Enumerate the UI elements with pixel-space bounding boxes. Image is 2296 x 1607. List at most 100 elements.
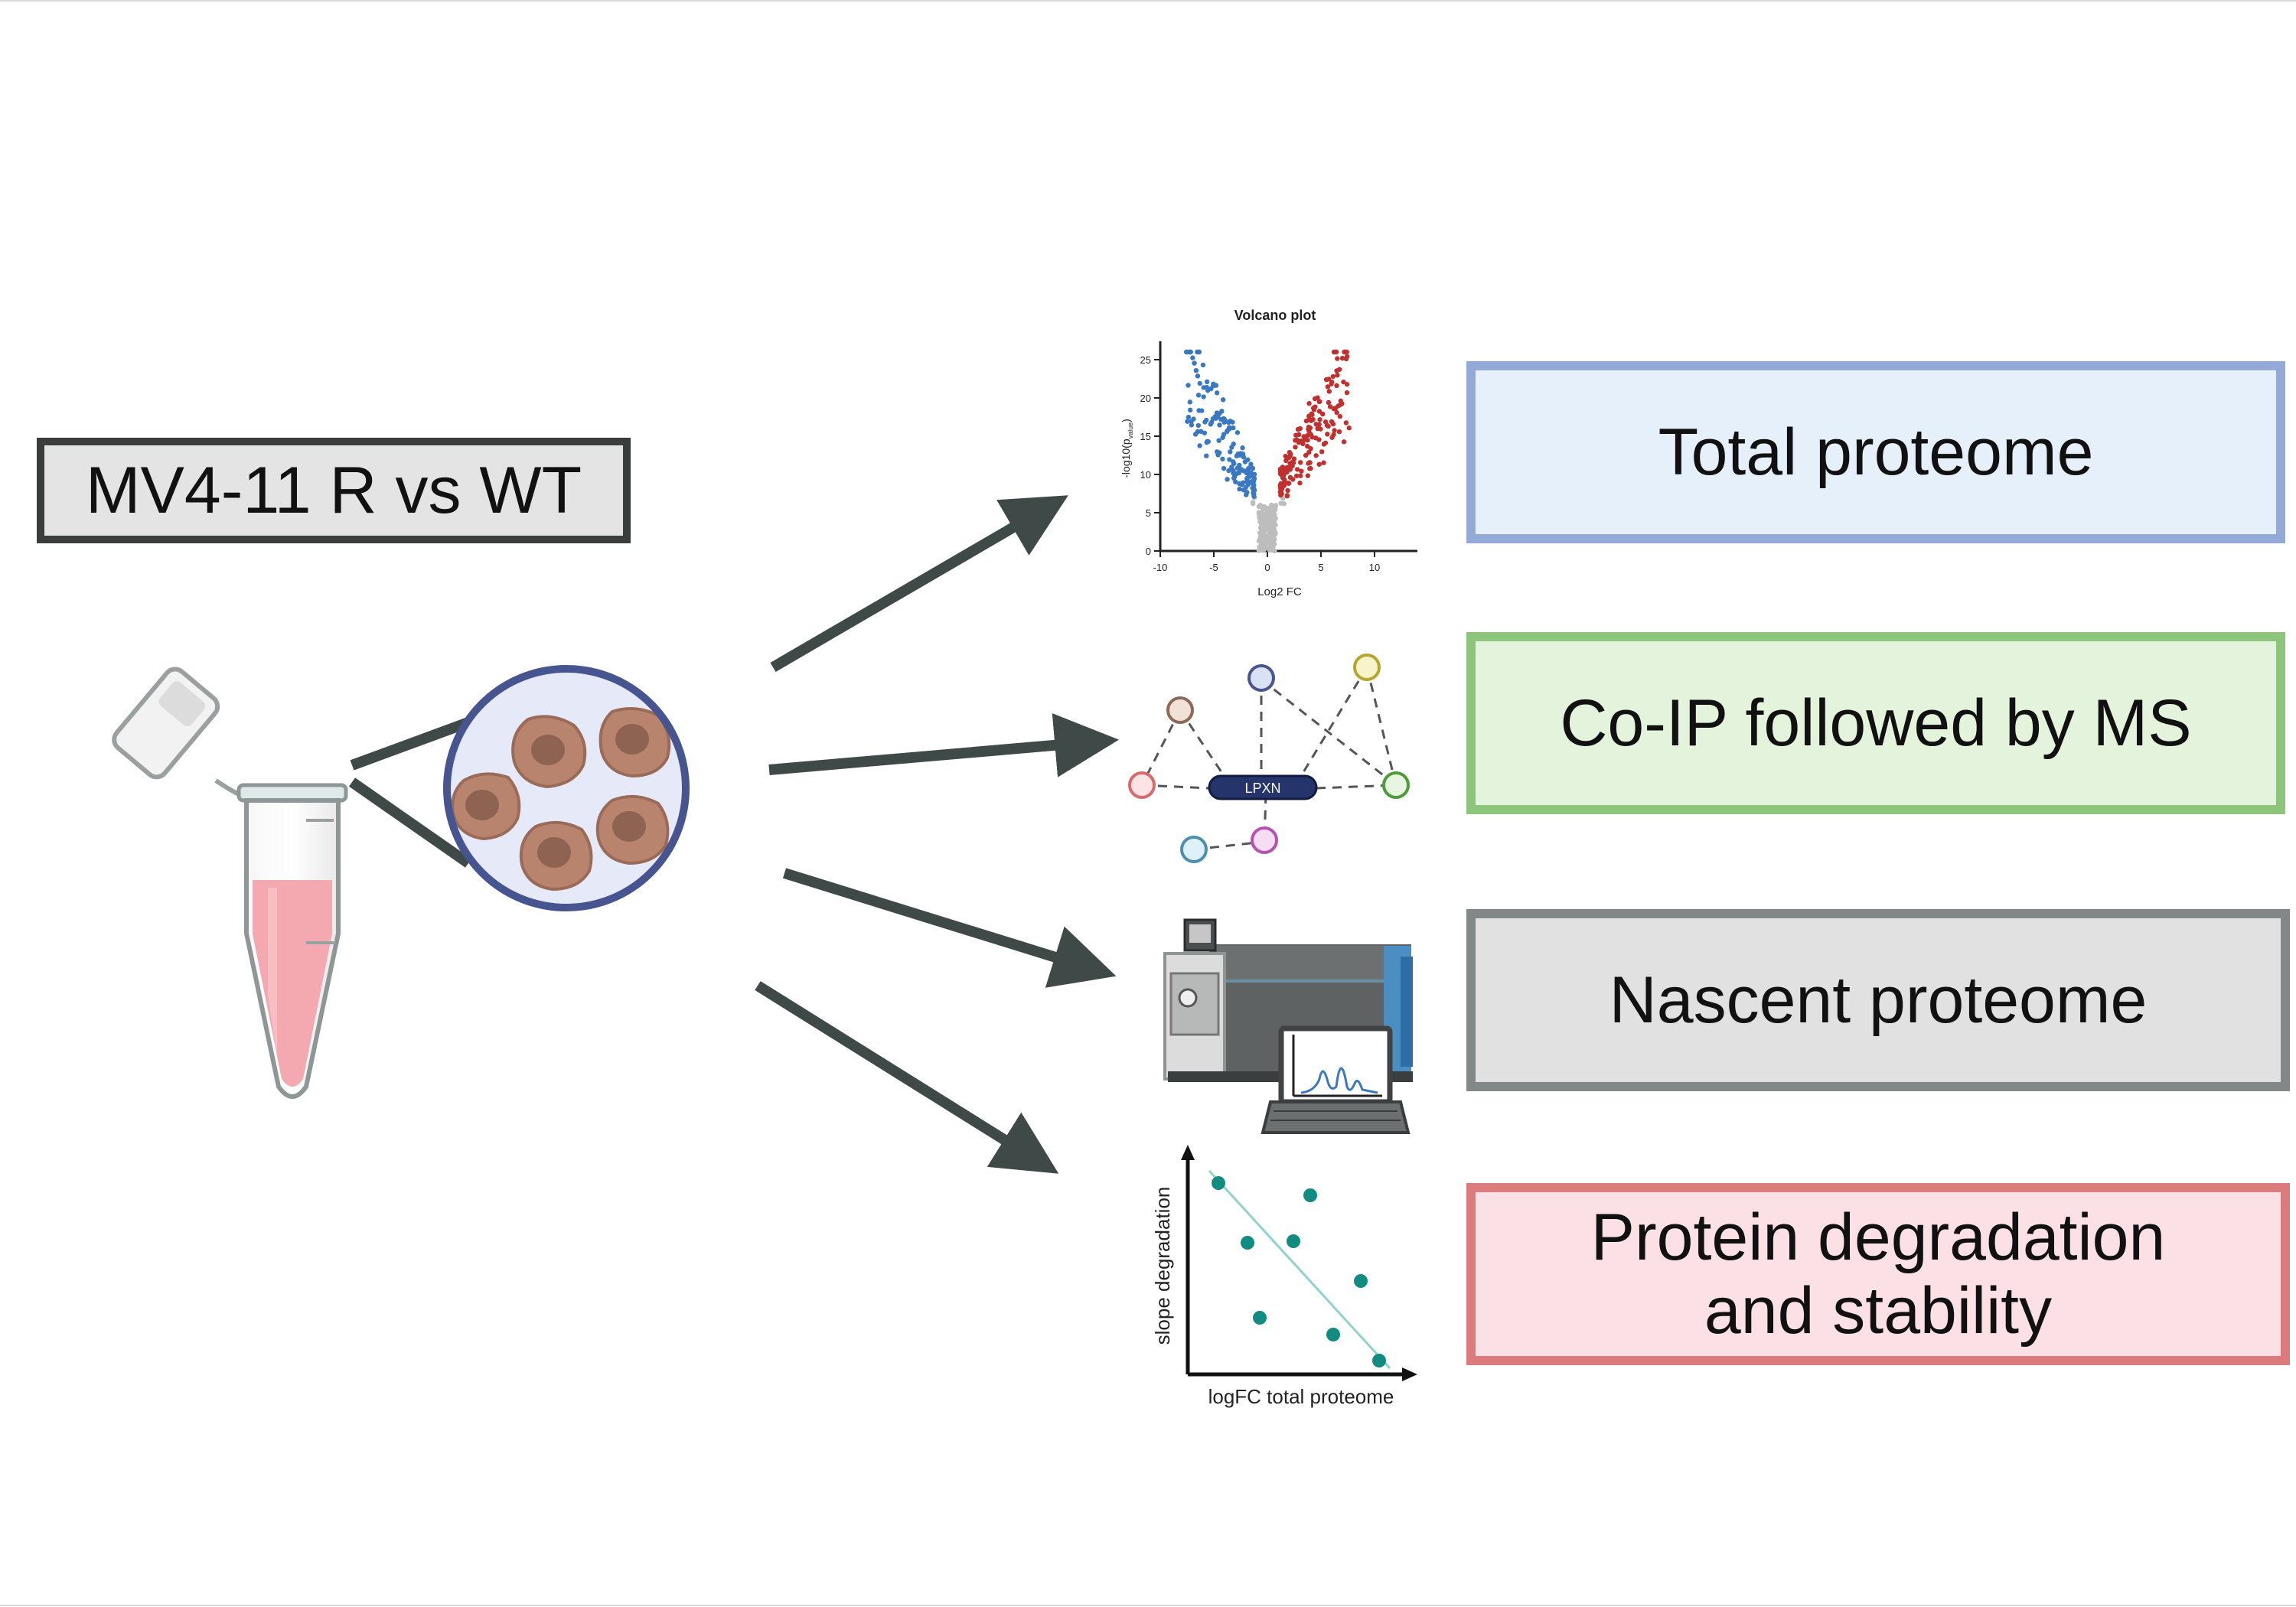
- laptop-icon: [1261, 1025, 1411, 1134]
- volcano-point: [1325, 384, 1331, 390]
- volcano-point: [1319, 449, 1325, 455]
- volcano-point: [1334, 383, 1339, 389]
- volcano-point: [1216, 438, 1221, 443]
- volcano-point: [1248, 470, 1254, 475]
- volcano-point: [1294, 467, 1300, 472]
- volcano-point: [1189, 422, 1195, 428]
- volcano-point: [1286, 455, 1292, 461]
- cell-icon: [511, 715, 587, 789]
- interaction-network: LPXN: [1128, 654, 1410, 863]
- volcano-point: [1306, 401, 1312, 406]
- volcano-point: [1199, 408, 1205, 413]
- volcano-point: [1244, 492, 1249, 497]
- volcano-point: [1316, 399, 1322, 405]
- volcano-point: [1304, 432, 1310, 438]
- volcano-point: [1220, 397, 1226, 403]
- volcano-point: [1315, 395, 1320, 400]
- volcano-point: [1262, 539, 1267, 546]
- volcano-point: [1257, 515, 1262, 520]
- cell-icon: [451, 772, 521, 841]
- volcano-point: [1234, 471, 1240, 477]
- volcano-point: [1335, 356, 1340, 361]
- volcano-point: [1306, 429, 1312, 434]
- volcano-point: [1336, 429, 1342, 435]
- network-node: [1247, 664, 1275, 692]
- volcano-point: [1201, 394, 1206, 399]
- volcano-point: [1264, 523, 1270, 530]
- volcano-point: [1221, 432, 1227, 437]
- volcano-x-tick-label: 5: [1318, 562, 1323, 573]
- nascent-proteome-label: Nascent proteome: [1609, 963, 2148, 1037]
- volcano-point: [1192, 432, 1199, 437]
- volcano-point: [1251, 476, 1257, 481]
- volcano-point: [1341, 379, 1346, 385]
- volcano-point: [1241, 487, 1247, 493]
- nascent-proteome-box: Nascent proteome: [1466, 909, 2290, 1091]
- volcano-point: [1234, 453, 1240, 459]
- arrow-to-nascent: [782, 868, 1117, 988]
- volcano-point: [1336, 367, 1342, 372]
- scatter-point: [1326, 1328, 1340, 1341]
- arrows: [755, 495, 1120, 1174]
- volcano-point: [1313, 453, 1319, 458]
- volcano-point: [1305, 473, 1311, 478]
- volcano-point: [1265, 536, 1270, 542]
- volcano-point: [1270, 506, 1276, 511]
- cell-icon: [595, 794, 670, 865]
- scatter-point: [1303, 1188, 1317, 1202]
- volcano-point: [1185, 419, 1190, 424]
- volcano-point: [1248, 461, 1254, 467]
- volcano-point: [1286, 481, 1292, 486]
- volcano-point: [1343, 420, 1349, 425]
- volcano-point: [1293, 473, 1300, 479]
- scatter-y-arrow: [1181, 1145, 1195, 1160]
- sample-label-box: MV4-11 R vs WT: [37, 438, 631, 543]
- volcano-point: [1212, 414, 1218, 419]
- volcano-point: [1247, 480, 1253, 485]
- scatter-point: [1287, 1234, 1300, 1248]
- scatter-y-label: slope degradation: [1151, 1187, 1174, 1345]
- volcano-point: [1327, 404, 1333, 409]
- volcano-point: [1284, 493, 1290, 498]
- scatter-point: [1372, 1354, 1386, 1367]
- degradation-scatter-plot: logFC total proteome slope degradation: [1151, 1145, 1417, 1408]
- volcano-point: [1261, 516, 1266, 522]
- scatter-trend-line: [1208, 1169, 1391, 1370]
- volcano-y-tick-label: 15: [1140, 431, 1151, 442]
- eppendorf-tube-icon: [112, 667, 348, 1099]
- volcano-point: [1337, 413, 1343, 419]
- volcano-point: [1344, 390, 1350, 396]
- volcano-point: [1316, 409, 1322, 414]
- volcano-x-tick-label: 10: [1369, 562, 1380, 573]
- degradation-label-line1: Protein degradation: [1590, 1200, 2166, 1274]
- volcano-point: [1225, 477, 1230, 482]
- network-node: [1251, 826, 1278, 854]
- scatter-x-label: logFC total proteome: [1208, 1385, 1394, 1408]
- volcano-y-label: -log10(pvalue): [1120, 419, 1134, 478]
- volcano-point: [1259, 523, 1264, 528]
- volcano-point: [1197, 443, 1202, 448]
- volcano-x-tick-label: -10: [1153, 562, 1168, 573]
- volcano-y-tick-label: 0: [1146, 546, 1151, 557]
- volcano-point: [1306, 416, 1312, 422]
- volcano-point: [1310, 416, 1316, 422]
- volcano-point: [1250, 465, 1256, 471]
- volcano-point: [1316, 461, 1322, 467]
- volcano-point: [1298, 438, 1304, 444]
- volcano-point: [1317, 417, 1322, 422]
- volcano-point: [1324, 422, 1330, 428]
- scatter-point: [1253, 1311, 1267, 1325]
- volcano-point: [1346, 425, 1352, 431]
- volcano-point: [1309, 435, 1315, 440]
- volcano-point: [1231, 425, 1236, 431]
- volcano-point: [1259, 511, 1265, 517]
- volcano-point: [1297, 460, 1303, 465]
- volcano-point: [1326, 399, 1332, 406]
- volcano-point: [1298, 473, 1303, 478]
- volcano-point: [1187, 399, 1193, 405]
- volcano-point: [1186, 383, 1191, 388]
- volcano-point: [1261, 504, 1267, 510]
- volcano-point: [1241, 480, 1246, 485]
- top-border: [0, 0, 2296, 2]
- volcano-point: [1273, 530, 1278, 536]
